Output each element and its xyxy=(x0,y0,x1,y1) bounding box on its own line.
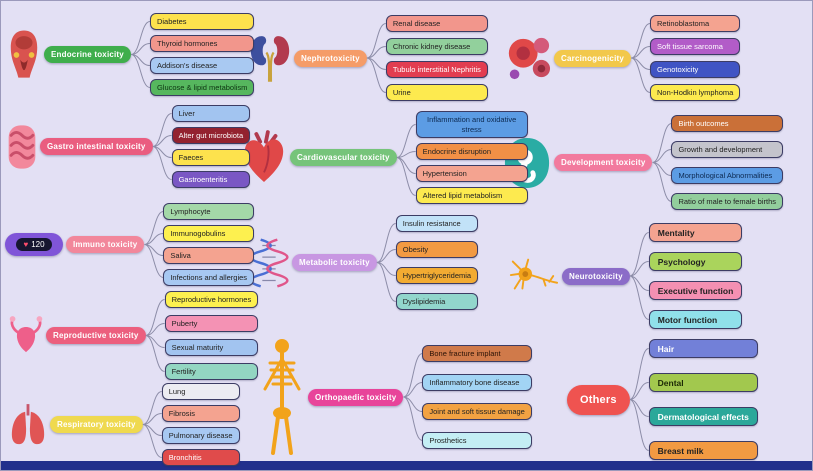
topic-pill-metabolic-toxicity[interactable]: Metabolic toxicity xyxy=(292,254,377,271)
intestine-icon xyxy=(7,118,37,176)
item-hair[interactable]: Hair xyxy=(648,339,758,358)
item-lung[interactable]: Lung xyxy=(161,383,240,400)
dna-icon xyxy=(249,233,289,293)
item-genotoxicity[interactable]: Genotoxicity xyxy=(650,61,741,78)
item-fibrosis[interactable]: Fibrosis xyxy=(161,405,240,422)
item-executive-function[interactable]: Executive function xyxy=(648,281,743,300)
heart-organ-icon xyxy=(241,129,287,187)
item-faeces[interactable]: Faeces xyxy=(171,149,251,166)
heart-rate-value: 120 xyxy=(31,240,45,249)
item-alter-gut-microbiota[interactable]: Alter gut microbiota xyxy=(171,127,251,144)
topic-pill-endocrine-toxicity[interactable]: Endocrine toxicity xyxy=(44,46,131,63)
throat-icon xyxy=(7,27,41,83)
item-ratio-of-male-to-female-births[interactable]: Ratio of male to female births xyxy=(671,193,784,210)
item-birth-outcomes[interactable]: Birth outcomes xyxy=(671,115,784,132)
topic-pill-orthopaedic-toxicity[interactable]: Orthopaedic toxicity xyxy=(308,388,404,406)
group-cardiovascular-toxicity: Cardiovascular toxicity Inflammation and… xyxy=(241,111,528,204)
item-non-hodkin-lymphoma[interactable]: Non-Hodkin lymphoma xyxy=(650,84,741,101)
item-tubulo-interstitial-nephritis[interactable]: Tubulo interstitial Nephritis xyxy=(385,61,488,78)
item-addison-s-disease[interactable]: Addison's disease xyxy=(149,57,255,74)
item-saliva[interactable]: Saliva xyxy=(163,247,255,264)
item-pulmonary-disease[interactable]: Pulmonary disease xyxy=(161,427,240,444)
item-liver[interactable]: Liver xyxy=(171,105,251,122)
uterus-icon xyxy=(9,312,43,360)
topic-pill-neurotoxicity[interactable]: Neurotoxicity xyxy=(562,267,630,285)
item-diabetes[interactable]: Diabetes xyxy=(149,13,255,30)
topic-pill-respiratory-toxicity[interactable]: Respiratory toxicity xyxy=(50,416,143,433)
item-reproductive-hormones[interactable]: Reproductive hormones xyxy=(164,291,259,308)
item-obesity[interactable]: Obesity xyxy=(395,241,479,258)
topic-pill-development-toxicity[interactable]: Development toxicity xyxy=(554,154,653,171)
item-psychology[interactable]: Psychology xyxy=(648,252,743,271)
group-orthopaedic-toxicity: Orthopaedic toxicity Bone fracture impla… xyxy=(259,337,532,457)
item-inflammation-and-oxidative-stress[interactable]: Inflammation and oxidative stress xyxy=(415,111,528,138)
item-infections-and-allergies[interactable]: Infections and allergies xyxy=(163,269,255,286)
item-hypertriglyceridemia[interactable]: Hypertriglyceridemia xyxy=(395,267,479,284)
item-glucose-lipid-metabolism[interactable]: Glucose & lipid metabolism xyxy=(149,79,255,96)
item-growth-and-development[interactable]: Growth and development xyxy=(671,141,784,158)
item-dental[interactable]: Dental xyxy=(648,373,758,392)
item-sexual-maturity[interactable]: Sexual maturity xyxy=(164,339,259,356)
fitness-band-icon: ♥ 120 xyxy=(5,233,63,256)
topic-pill-gastro-intestinal-toxicity[interactable]: Gastro intestinal toxicity xyxy=(40,138,153,155)
item-immunogobulins[interactable]: Immunogobulins xyxy=(163,225,255,242)
skeleton-icon xyxy=(259,337,305,457)
item-morphological-abnormalities[interactable]: Morphological Abnormalities xyxy=(671,167,784,184)
topic-pill-carcinogenicity[interactable]: Carcinogenicity xyxy=(554,49,632,67)
kidneys-icon xyxy=(249,29,291,87)
item-lymphocyte[interactable]: Lymphocyte xyxy=(163,203,255,220)
item-hypertension[interactable]: Hypertension xyxy=(415,165,528,182)
item-breast-milk[interactable]: Breast milk xyxy=(648,441,758,460)
topic-pill-reproductive-toxicity[interactable]: Reproductive toxicity xyxy=(46,327,146,344)
item-joint-and-soft-tissue-damage[interactable]: Joint and soft tissue damage xyxy=(422,403,532,420)
item-bronchitis[interactable]: Bronchitis xyxy=(161,449,240,466)
topic-pill-immuno-toxicity[interactable]: Immuno toxicity xyxy=(66,236,145,253)
item-altered-lipid-metabolism[interactable]: Altered lipid metabolism xyxy=(415,187,528,204)
cancer-cells-icon xyxy=(505,31,551,85)
item-renal-disease[interactable]: Renal disease xyxy=(385,15,488,32)
item-mentality[interactable]: Mentality xyxy=(648,223,743,242)
neuron-icon xyxy=(507,255,559,297)
item-soft-tissue-sarcoma[interactable]: Soft tissue sarcoma xyxy=(650,38,741,55)
item-chronic-kidney-disease[interactable]: Chronic kidney disease xyxy=(385,38,488,55)
item-gastroenteritis[interactable]: Gastroenteritis xyxy=(171,171,251,188)
item-thyroid-hormones[interactable]: Thyroid hormones xyxy=(149,35,255,52)
heart-icon: ♥ xyxy=(23,240,29,249)
item-prosthetics[interactable]: Prosthetics xyxy=(422,432,532,449)
item-bone-fracture-implant[interactable]: Bone fracture implant xyxy=(422,345,532,362)
item-dermatological-effects[interactable]: Dermatological effects xyxy=(648,407,758,426)
item-retinoblastoma[interactable]: Retinoblastoma xyxy=(650,15,741,32)
topic-pill-nephrotoxicity[interactable]: Nephrotoxicity xyxy=(294,49,367,67)
topic-pill-others[interactable]: Others xyxy=(567,384,630,415)
topic-pill-cardiovascular-toxicity[interactable]: Cardiovascular toxicity xyxy=(290,149,397,166)
bottom-bar xyxy=(1,461,812,470)
group-reproductive-toxicity: Reproductive toxicity Reproductive hormo… xyxy=(9,291,259,380)
item-puberty[interactable]: Puberty xyxy=(164,315,259,332)
item-motor-function[interactable]: Motor function xyxy=(648,310,743,329)
item-endocrine-disruption[interactable]: Endocrine disruption xyxy=(415,143,528,160)
item-insulin-resistance[interactable]: Insulin resistance xyxy=(395,215,479,232)
item-fertility[interactable]: Fertility xyxy=(164,363,259,380)
lungs-icon xyxy=(9,401,47,449)
item-urine[interactable]: Urine xyxy=(385,84,488,101)
item-dyslipidemia[interactable]: Dyslipidemia xyxy=(395,293,479,310)
item-inflammatory-bone-disease[interactable]: Inflammatory bone disease xyxy=(422,374,532,391)
